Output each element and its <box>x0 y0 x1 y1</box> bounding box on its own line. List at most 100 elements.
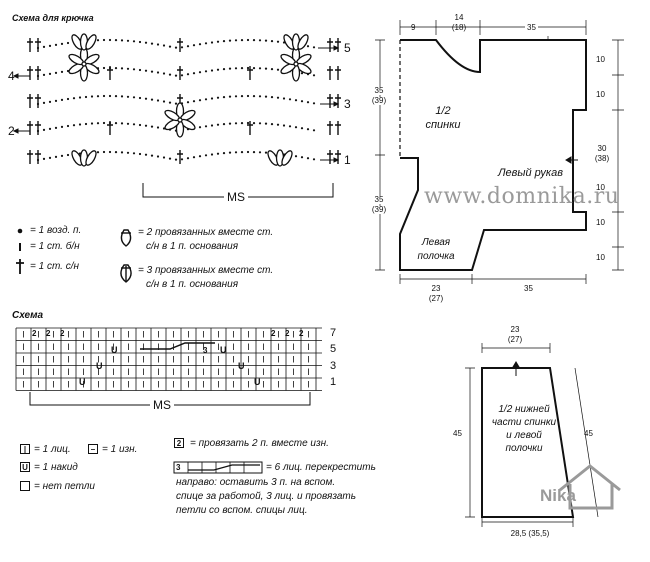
chain-dot <box>72 97 76 100</box>
dim-right-4: 10 <box>596 253 605 262</box>
chain-dot <box>150 70 154 73</box>
dim-bottom-top: 23 <box>510 325 520 334</box>
chain-dot <box>168 45 172 48</box>
three-together-symbol <box>120 264 132 283</box>
dc-stitch <box>327 38 333 52</box>
knit-cable-line <box>140 342 215 350</box>
flower-center <box>293 61 299 67</box>
chain-dot <box>264 39 268 42</box>
chain-dot <box>276 96 280 99</box>
chain-dot <box>210 97 214 100</box>
knit-row-5: 5 <box>330 343 337 355</box>
dc-stitch <box>177 66 183 80</box>
chain-dot <box>138 68 142 72</box>
chain-dot <box>210 153 214 156</box>
chain-dot <box>282 97 286 100</box>
watermark-house-icon <box>559 464 621 510</box>
chain-dot <box>222 123 226 126</box>
label-bottom-line3: и левой <box>506 430 542 441</box>
chain-dot <box>174 102 178 105</box>
chain-dot <box>126 122 130 125</box>
dim-top-mid: 14 <box>454 13 464 22</box>
chain-dot <box>252 67 256 70</box>
chain-dot <box>144 124 148 127</box>
chain-dot <box>162 72 166 75</box>
chain-dot <box>276 68 280 71</box>
legend-knit-text: = 1 лиц. <box>34 444 71 455</box>
chain-dot <box>84 122 88 126</box>
legend-none-box <box>20 481 30 491</box>
chain-dot <box>144 69 148 72</box>
chain-dot <box>192 72 196 75</box>
bud-petal <box>281 150 293 166</box>
chain-dot <box>234 39 238 42</box>
dc-stitch <box>335 150 341 164</box>
chain-dot <box>222 68 226 71</box>
chain-dot <box>288 125 292 128</box>
chain-dot <box>282 124 286 127</box>
crochet-chart-title: Схема для крючка <box>12 13 94 23</box>
dc-stitch <box>335 66 341 80</box>
chain-dot <box>168 73 172 76</box>
chain-dot <box>222 40 226 43</box>
chain-dot <box>96 95 100 98</box>
chain-dot <box>252 151 256 154</box>
dc-stitch <box>335 38 341 52</box>
chain-dot <box>264 67 268 70</box>
chain-dot <box>312 129 316 132</box>
dim-bottom-right-side: 45 <box>584 429 593 438</box>
chain-dot <box>306 157 310 160</box>
chain-dot <box>258 95 262 98</box>
dc-stitch <box>327 121 333 135</box>
chain-dot <box>234 151 238 154</box>
label-front-line2: полочка <box>417 251 455 262</box>
bud-petal <box>85 34 97 50</box>
legend-cable-mark: 3 <box>176 463 181 472</box>
chain-dot <box>138 123 142 127</box>
chain-dot <box>252 122 256 125</box>
legend-yo-box: U <box>20 462 30 472</box>
chain-dot <box>84 95 88 99</box>
crochet-row-4: 4 <box>8 69 15 83</box>
chain-dot <box>114 39 118 42</box>
dc-stitch <box>35 94 41 108</box>
knit-marks <box>23 331 309 388</box>
dim-bottom-left-side: 45 <box>453 429 462 438</box>
dc-stitch <box>27 66 33 80</box>
chain-dot <box>150 98 154 101</box>
chain-dot <box>222 152 226 155</box>
chain-dot <box>114 67 118 70</box>
chain-dot <box>48 72 52 75</box>
chain-dot <box>192 44 196 47</box>
dc-stitch <box>27 121 33 135</box>
legend-three-together-line2: с/н в 1 п. основания <box>146 279 239 290</box>
chain-dot <box>216 96 220 99</box>
chain-dot <box>60 70 64 73</box>
chain-dot <box>312 46 316 49</box>
chain-dot <box>156 99 160 102</box>
chain-dot <box>138 40 142 44</box>
chain-dot <box>162 44 166 47</box>
chain-dot <box>156 155 160 158</box>
chain-dot <box>132 123 136 126</box>
chain-dot <box>102 38 106 42</box>
crochet-flower <box>280 46 312 82</box>
legend-chain-text: = 1 возд. п. <box>30 225 82 236</box>
knit-yo-2: U <box>220 345 227 355</box>
chain-dot <box>138 152 142 156</box>
crochet-flower <box>164 102 196 138</box>
chain-symbol <box>17 228 23 234</box>
legend-none-text: = нет петли <box>34 481 95 492</box>
chain-dot <box>120 95 124 98</box>
chain-dot <box>42 45 46 49</box>
chain-dot <box>72 124 76 127</box>
chain-dot <box>126 67 130 70</box>
chain-dot <box>300 100 304 103</box>
crochet-bud <box>71 33 97 51</box>
dim-right-5: 10 <box>596 183 605 192</box>
chain-dot <box>312 102 316 105</box>
dc-stitch <box>335 121 341 135</box>
watermark-site: www.domnika.ru <box>424 184 620 209</box>
chain-dot <box>234 67 238 70</box>
